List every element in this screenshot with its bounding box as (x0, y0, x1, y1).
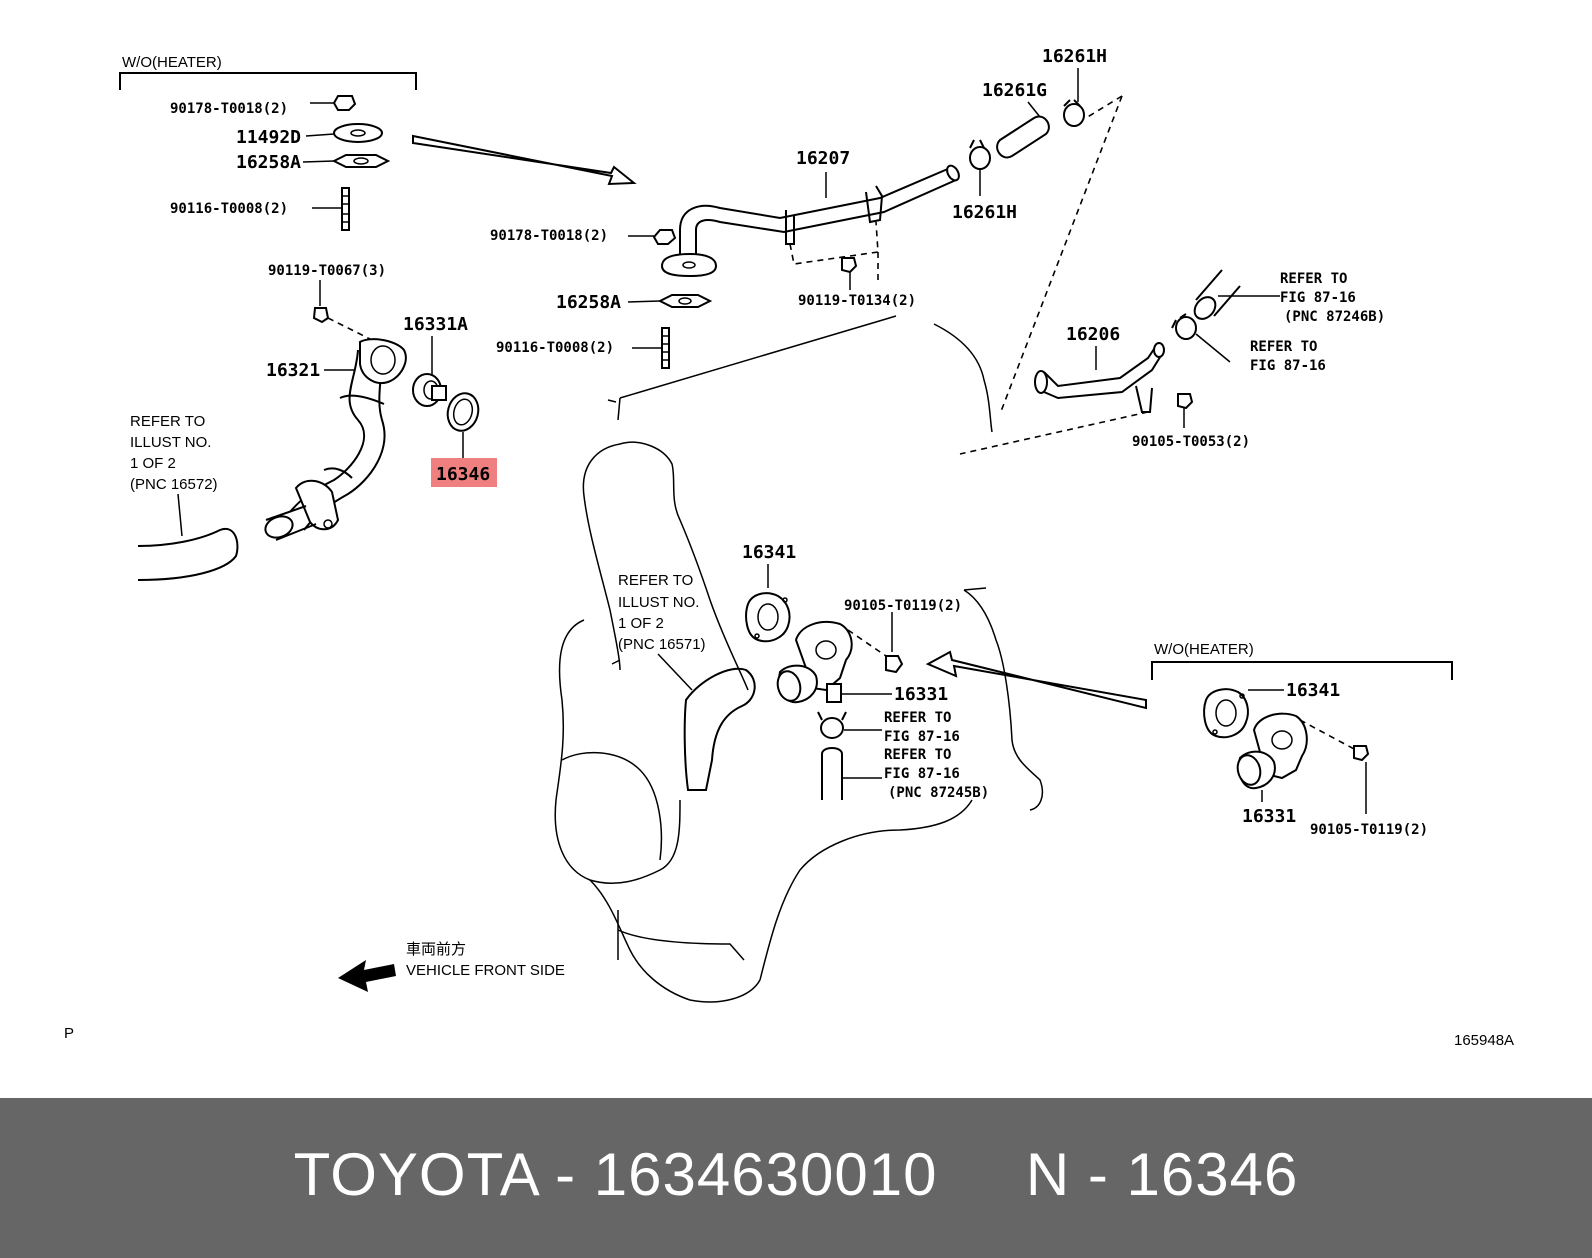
label-11492d: 11492D (236, 127, 301, 148)
illustration-code: 165948A (1454, 1032, 1514, 1049)
hose-icon (1193, 296, 1217, 320)
label-90119-t0134: 90119-T0134(2) (798, 293, 916, 309)
refer-illust-b-line4: (PNC 16571) (618, 636, 706, 653)
gasket-icon (1203, 688, 1249, 739)
label-90119-t0067: 90119-T0067(3) (268, 263, 386, 279)
gasket-icon (657, 294, 713, 308)
vehicle-front-jp: 車両前方 (406, 941, 466, 958)
label-16331a: 16331A (403, 314, 468, 335)
label-16331-center: 16331 (894, 684, 948, 705)
bolt-icon (1177, 393, 1194, 410)
hose-clamp-icon (1063, 103, 1085, 127)
label-16261h-mid: 16261H (952, 202, 1017, 223)
wo-heater-top-group: W/O(HEATER) 90178-T0018(2) 11492D 16258A… (119, 54, 417, 231)
arrow-left-icon (925, 650, 1147, 710)
pipe-end-icon (264, 515, 294, 539)
refer-illust-line2: ILLUST NO. (130, 434, 211, 451)
refer-fig-c-line1: REFER TO (884, 710, 951, 726)
label-90178-mid: 90178-T0018(2) (490, 228, 608, 244)
wo-heater-right-group: W/O(HEATER) 16341 16331 90105-T0119(2) (1151, 641, 1453, 838)
label-90116-mid: 90116-T0008(2) (496, 340, 614, 356)
label-90178-top: 90178-T0018(2) (170, 101, 288, 117)
refer-fig-d-line2: FIG 87-16 (884, 766, 960, 782)
label-16321: 16321 (266, 360, 320, 381)
water-outlet-center-group: 16341 16331 90105-T0119(2) REFER TO FIG … (742, 542, 989, 801)
refer-illust-line4: (PNC 16572) (130, 476, 218, 493)
label-90105-t0119-center: 90105-T0119(2) (844, 598, 962, 614)
label-16331-right: 16331 (1242, 806, 1296, 827)
bolt-icon (841, 257, 858, 274)
refer-illust-line3: 1 OF 2 (130, 455, 176, 472)
refer-fig-d-line1: REFER TO (884, 747, 951, 763)
hose-clamp-icon (1175, 316, 1197, 340)
refer-fig-a-line1: REFER TO (1280, 271, 1347, 287)
bolt-icon (1353, 745, 1370, 762)
label-16207: 16207 (796, 148, 850, 169)
label-16258a-top: 16258A (236, 152, 301, 173)
bolt-icon (885, 655, 904, 674)
engine-block-outline: REFER TO ILLUST NO. 1 OF 2 (PNC 16571) (554, 315, 1044, 1003)
water-inlet-group: 90119-T0067(3) 16321 16331A 16346 REFER … (130, 263, 497, 581)
hose-icon (996, 115, 1050, 159)
pipe-16206-group: REFER TO FIG 87-16 (PNC 87246B) REFER TO… (959, 269, 1385, 455)
label-16341-center: 16341 (742, 542, 796, 563)
hose-icon (683, 667, 756, 791)
label-90116-top: 90116-T0008(2) (170, 201, 288, 217)
inlet-flange-icon (359, 338, 407, 384)
label-90105-t0119-right: 90105-T0119(2) (1310, 822, 1428, 838)
refer-fig-c-line2: FIG 87-16 (884, 729, 960, 745)
refer-fig-a-line2: FIG 87-16 (1280, 290, 1356, 306)
refer-illust-b-line1: REFER TO (618, 572, 693, 589)
hose-16261-group: 16261H 16261G 16261H (952, 46, 1123, 415)
part-number-text: TOYOTA - 1634630010 N - 16346 (293, 1141, 1299, 1208)
refer-illust-b-line2: ILLUST NO. (618, 594, 699, 611)
vehicle-front-indicator: 車両前方 VEHICLE FRONT SIDE (338, 941, 565, 992)
label-90105-t0053: 90105-T0053(2) (1132, 434, 1250, 450)
refer-fig-a-line3: (PNC 87246B) (1284, 309, 1385, 325)
part-highlight (431, 458, 497, 487)
nut-icon (332, 95, 357, 111)
vehicle-front-en: VEHICLE FRONT SIDE (406, 962, 565, 979)
hose-clamp-icon (969, 146, 991, 170)
gasket-icon (331, 154, 391, 168)
arrow-right-icon (412, 134, 637, 186)
label-16261g: 16261G (982, 80, 1047, 101)
stud-bolt-icon (661, 327, 670, 369)
wo-heater-right-label: W/O(HEATER) (1154, 641, 1254, 658)
refer-fig-b-line1: REFER TO (1250, 339, 1317, 355)
gasket-icon (745, 592, 791, 643)
refer-fig-b-line2: FIG 87-16 (1250, 358, 1326, 374)
page-marker: P (64, 1025, 74, 1042)
label-16261h-top: 16261H (1042, 46, 1107, 67)
stud-bolt-icon (341, 187, 350, 231)
water-pipe-16207-group: 16207 90178-T0018(2) 16258A 90116-T0008(… (490, 148, 960, 369)
pipe-flange-icon (660, 252, 718, 278)
hose-clamp-icon (820, 717, 844, 739)
parts-diagram: W/O(HEATER) 90178-T0018(2) 11492D 16258A… (64, 46, 1514, 1049)
gasket-16346-icon (446, 392, 480, 432)
nut-icon (652, 229, 677, 245)
label-16346: 16346 (436, 464, 490, 485)
arrow-left-icon (338, 960, 396, 992)
hose-icon (137, 527, 239, 581)
bolt-icon (312, 307, 330, 324)
label-16341-right: 16341 (1286, 680, 1340, 701)
gasket-icon (333, 123, 383, 143)
refer-illust-line1: REFER TO (130, 413, 205, 430)
refer-fig-d-line3: (PNC 87245B) (888, 785, 989, 801)
label-16258a-mid: 16258A (556, 292, 621, 313)
hose-icon (821, 747, 843, 800)
wo-heater-top-label: W/O(HEATER) (122, 54, 222, 71)
label-16206: 16206 (1066, 324, 1120, 345)
part-number-banner: TOYOTA - 1634630010 N - 16346 (0, 1098, 1592, 1258)
refer-illust-b-line3: 1 OF 2 (618, 615, 664, 632)
